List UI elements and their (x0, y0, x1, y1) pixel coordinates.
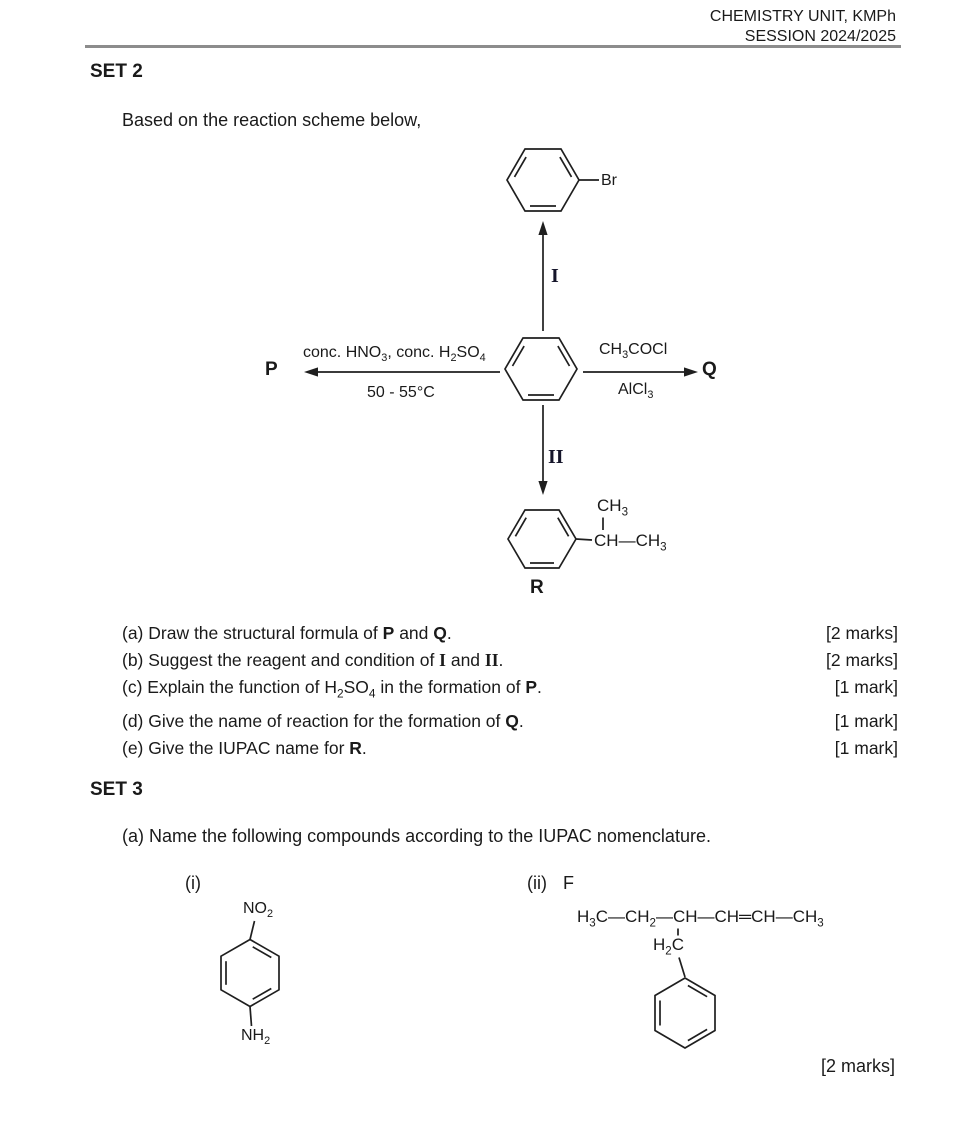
arrow-to-q (583, 367, 698, 377)
header-divider (85, 45, 901, 48)
question-marks: [1 mark] (834, 677, 898, 697)
left-reagent-label: conc. HNO3, conc. H2SO4 (303, 344, 486, 365)
r-methyl-label: CH3 (597, 496, 628, 519)
r-chain-label: CH—CH3 (594, 531, 667, 554)
arrow-to-p (304, 367, 500, 377)
question-row: (c) Explain the function of H2SO4 in the… (122, 674, 898, 708)
right-reagent-label: CH3COCl (599, 341, 668, 362)
set3-title: SET 3 (90, 779, 143, 800)
question-marks: [2 marks] (826, 623, 898, 643)
product-r-ring (508, 510, 603, 568)
benzene-ring-central (505, 338, 577, 400)
set2-questions: (a) Draw the structural formula of P and… (122, 620, 898, 762)
product-p-label: P (265, 359, 278, 380)
arrow-step-2 (538, 405, 548, 495)
question-row: (a) Draw the structural formula of P and… (122, 620, 898, 647)
bromo-substituent-label: Br (601, 172, 617, 189)
question-text: (b) Suggest the reagent and condition of… (122, 650, 504, 670)
set2-intro: Based on the reaction scheme below, (122, 110, 422, 130)
header-session: SESSION 2024/2025 (744, 28, 896, 45)
arrow-step-1 (538, 221, 548, 331)
set3-intro: (a) Name the following compounds accordi… (122, 826, 711, 846)
product-r-label: R (530, 577, 544, 598)
structure-i-bottom-group: NH2 (241, 1027, 271, 1048)
structure-i-top-group: NO2 (243, 900, 274, 921)
bromobenzene-ring (507, 149, 599, 211)
right-catalyst-label: AlCl3 (618, 381, 654, 402)
structure-ii-chain: H3C—CH2—CH—CH═CH—CH3 (577, 907, 824, 930)
question-marks: [1 mark] (834, 737, 898, 758)
question-row: (b) Suggest the reagent and condition of… (122, 647, 898, 674)
product-q-label: Q (702, 359, 717, 380)
left-condition-label: 50 - 55°C (367, 384, 435, 401)
item-i-label: (i) (185, 873, 201, 893)
item-ii-letter: F (563, 873, 574, 893)
question-text: (d) Give the name of reaction for the fo… (122, 710, 524, 731)
question-row: (d) Give the name of reaction for the fo… (122, 708, 898, 735)
question-row: (e) Give the IUPAC name for R. [1 mark] (122, 735, 898, 762)
structure-ii-branch: H2C (653, 935, 684, 958)
step-1-label: I (551, 265, 559, 287)
question-text: (c) Explain the function of H2SO4 in the… (122, 677, 542, 701)
step-2-label: II (548, 446, 564, 468)
question-text: (a) Draw the structural formula of P and… (122, 623, 452, 643)
header-unit: CHEMISTRY UNIT, KMPh (709, 8, 896, 25)
structure-i-ring (221, 921, 279, 1026)
item-ii-label: (ii) (527, 873, 547, 893)
question-marks: [1 mark] (834, 710, 898, 731)
question-marks: [2 marks] (826, 650, 898, 670)
set3-marks: [2 marks] (820, 1056, 895, 1076)
question-text: (e) Give the IUPAC name for R. (122, 737, 367, 758)
set2-title: SET 2 (90, 61, 143, 82)
